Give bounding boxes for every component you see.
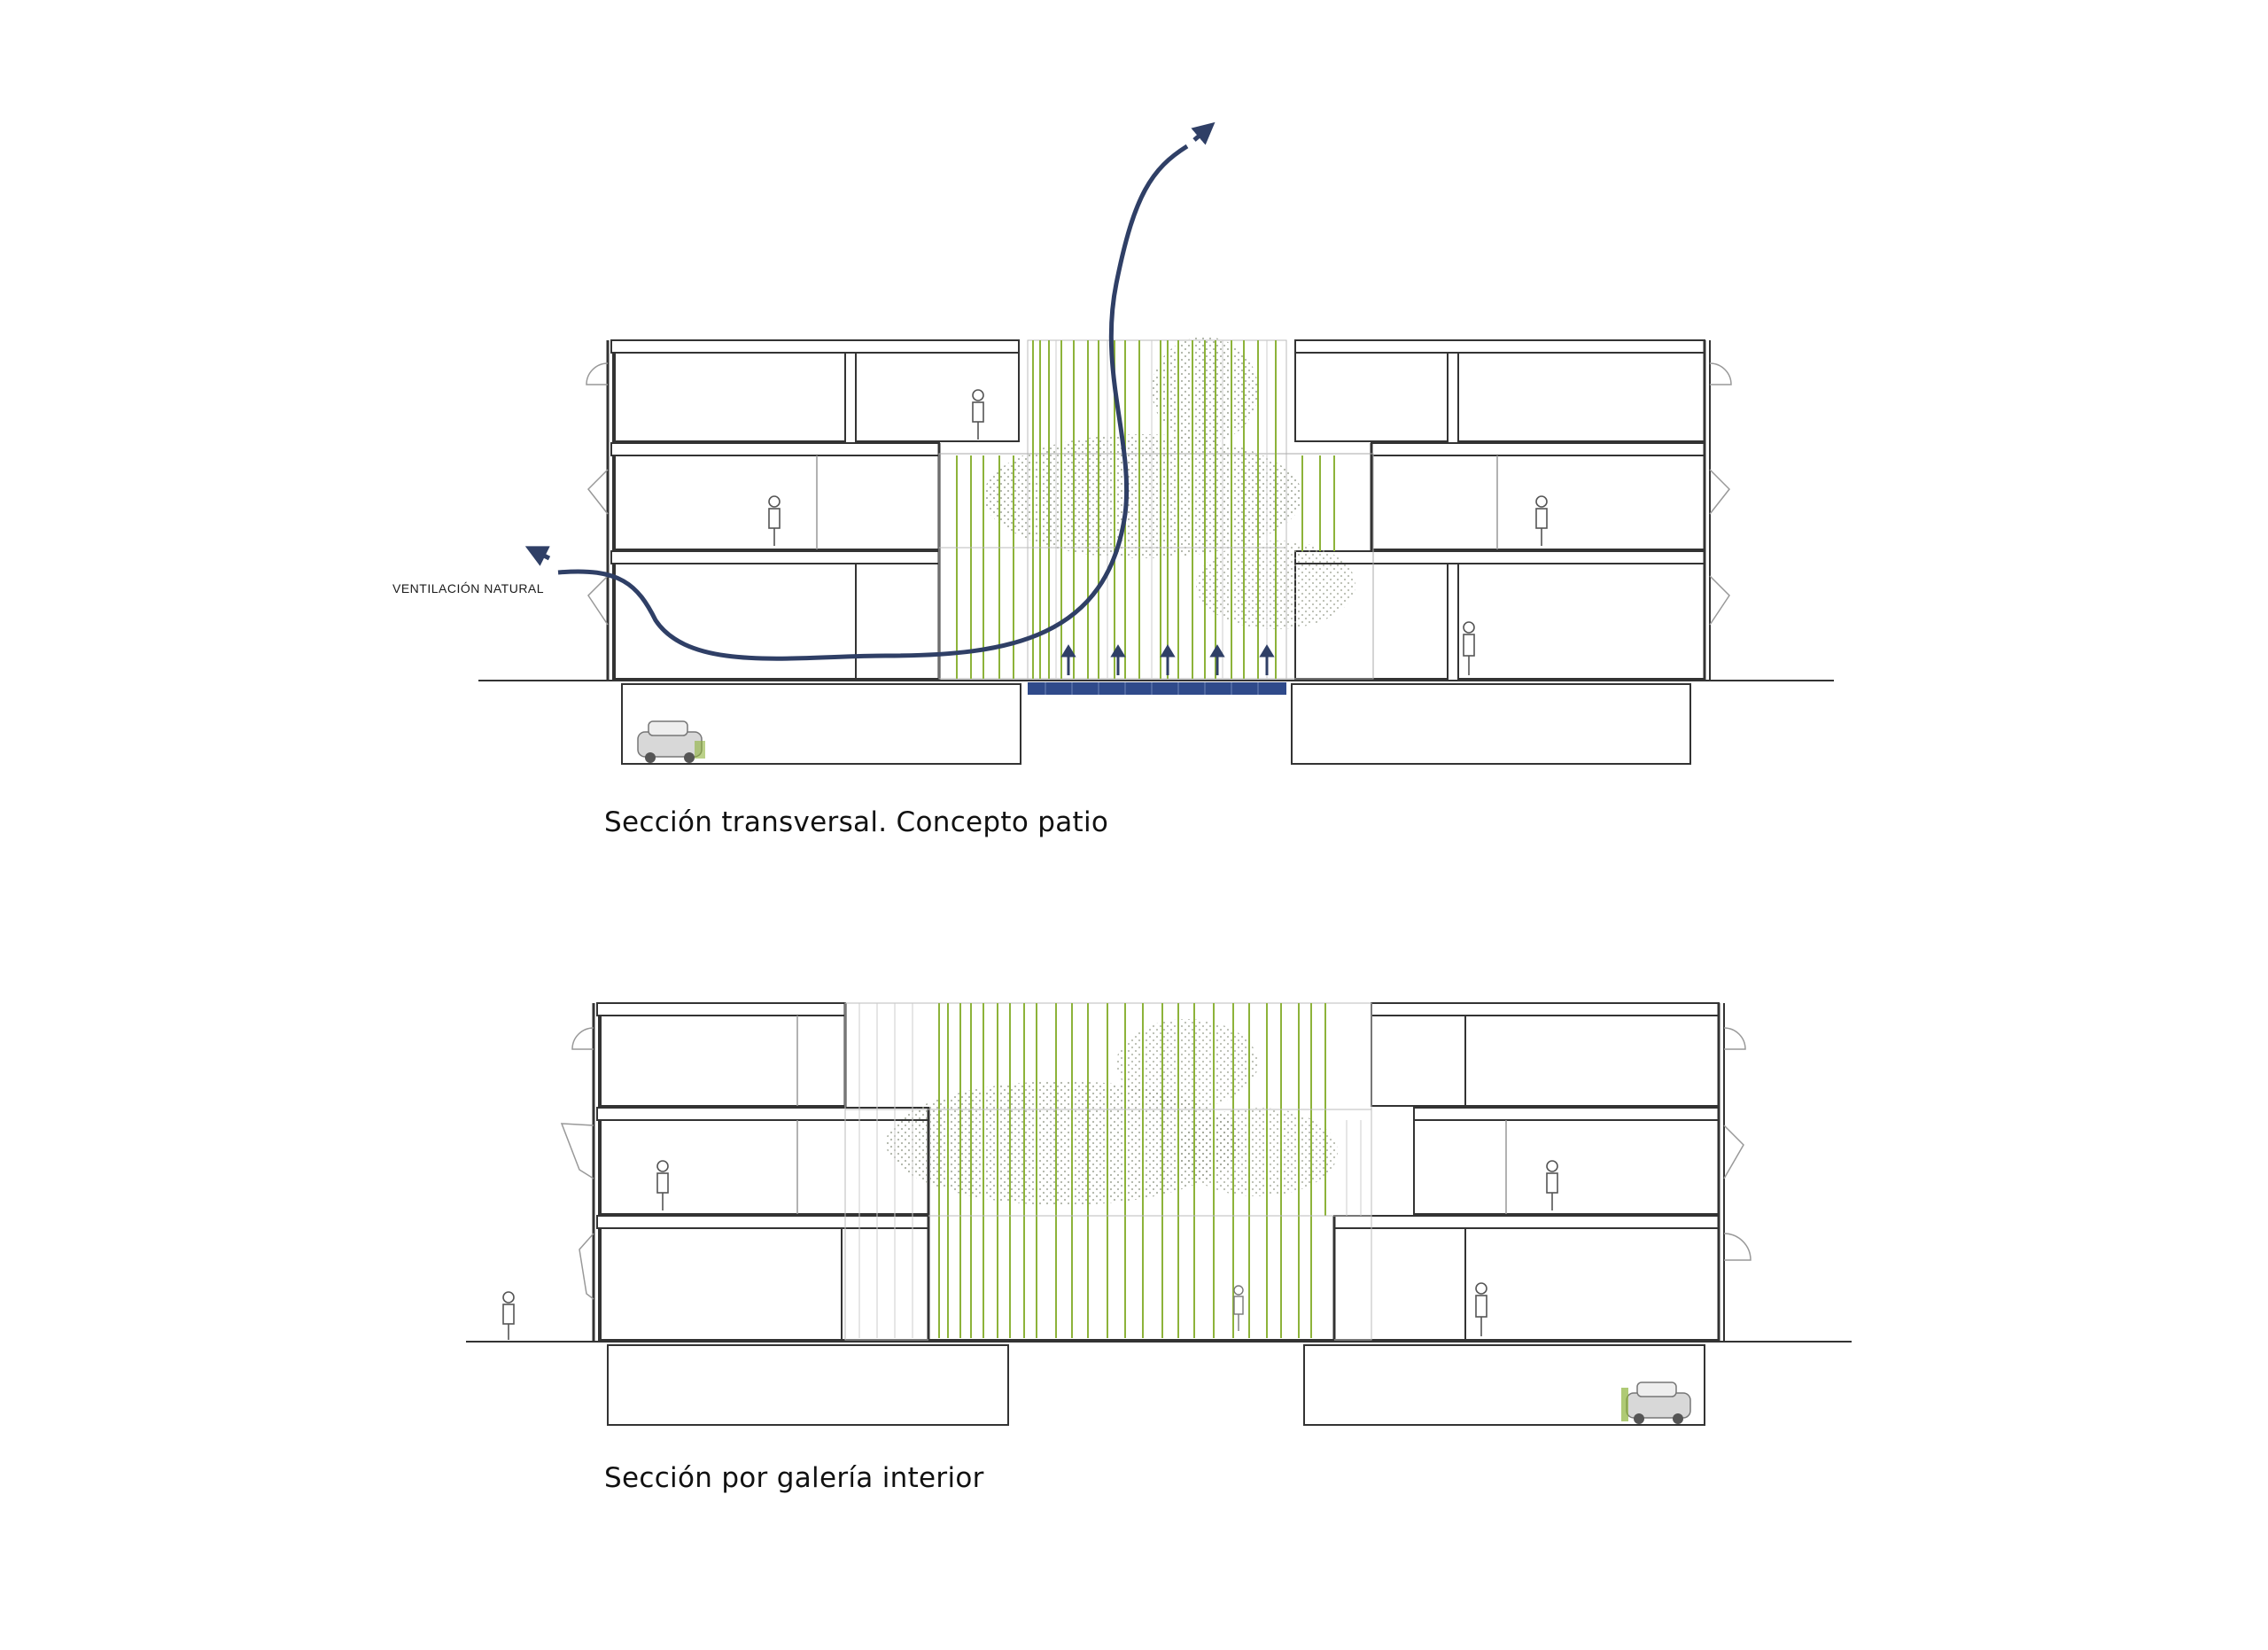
basement-right	[1303, 1344, 1705, 1426]
person-icon	[1233, 1285, 1244, 1331]
ventilation-outlet-arrow	[1191, 121, 1216, 145]
person-icon	[1475, 1282, 1487, 1336]
basement-left	[621, 683, 1021, 765]
person-icon	[972, 389, 984, 440]
basement-left	[607, 1344, 1009, 1426]
left-block	[586, 339, 1020, 681]
patio-vegetation	[938, 337, 1374, 680]
person-icon	[768, 495, 781, 546]
water-pool	[1028, 682, 1286, 695]
person-icon	[1535, 495, 1548, 546]
person-icon	[1463, 621, 1475, 675]
section-transversal	[478, 121, 1834, 765]
basement-right	[1291, 683, 1691, 765]
ventilation-label: VENTILACIÓN NATURAL	[392, 581, 545, 595]
ventilation-inlet-arrow	[524, 546, 551, 566]
gallery-vegetation	[844, 1002, 1372, 1341]
right-block	[1294, 339, 1732, 681]
person-icon	[656, 1160, 669, 1210]
right-block	[1332, 1002, 1751, 1342]
person-icon	[1546, 1160, 1558, 1210]
car-icon	[637, 720, 705, 763]
section-caption-transversal: Sección transversal. Concepto patio	[604, 806, 1109, 838]
person-icon	[502, 1291, 515, 1340]
section-galeria	[466, 1002, 1852, 1426]
car-icon	[1621, 1381, 1691, 1424]
updraft-arrows	[1060, 644, 1275, 675]
ventilation-flow-arrow	[557, 144, 1189, 661]
section-caption-galeria: Sección por galería interior	[604, 1462, 984, 1494]
left-block	[560, 1002, 930, 1342]
